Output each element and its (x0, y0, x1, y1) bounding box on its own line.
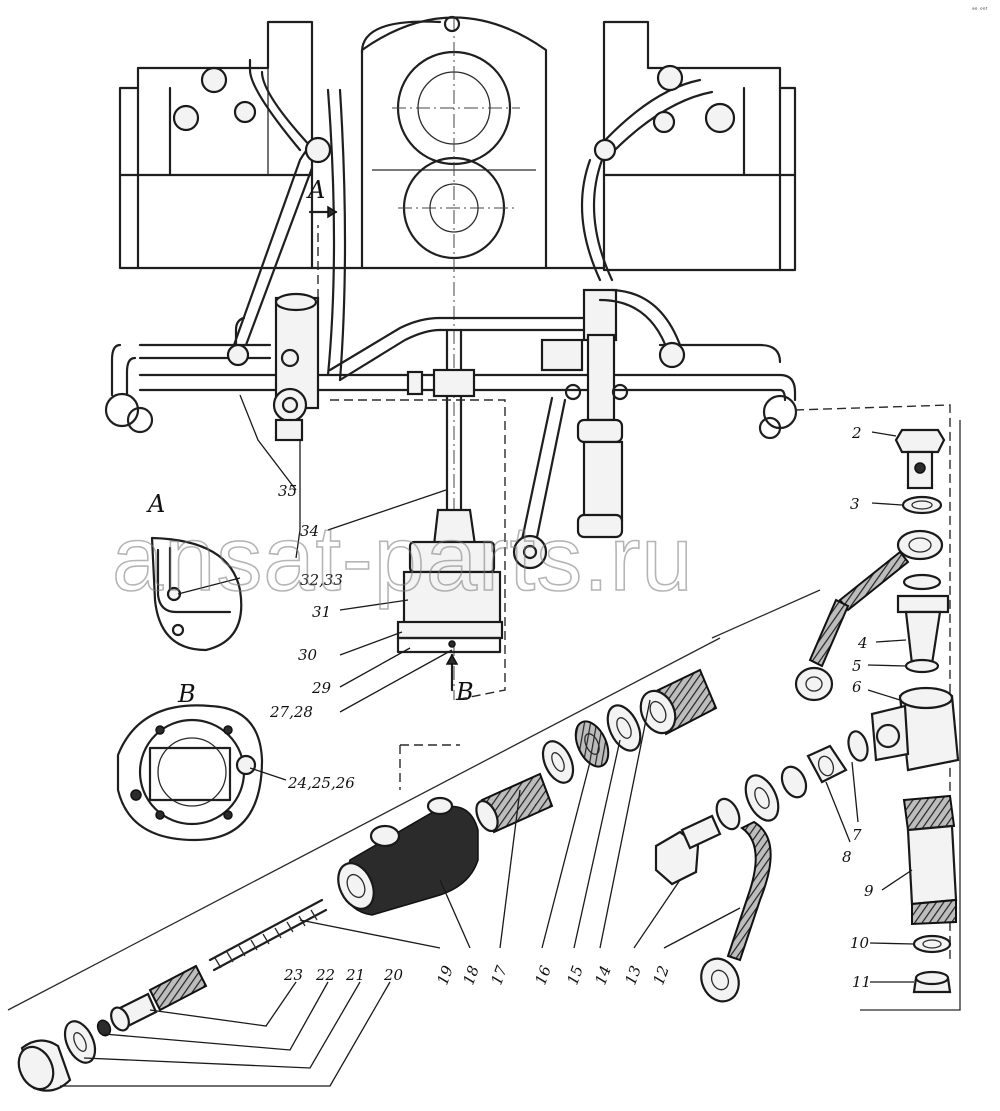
callout-17: 17 (488, 963, 512, 988)
part-21-washer (63, 1020, 97, 1064)
part-4-banjo-eye (896, 529, 944, 561)
callout-29: 29 (311, 679, 332, 697)
part-12-lower-banjo (700, 957, 740, 1003)
callout-27-28: 27,28 (269, 703, 313, 721)
callout-5: 5 (852, 657, 862, 675)
watermark: ansat-parts.ru (112, 508, 694, 610)
part-16-nut (574, 720, 610, 768)
callout-3: 3 (850, 495, 860, 513)
callout-11: 11 (852, 973, 871, 991)
part-3-washer (901, 495, 943, 515)
callout-18: 18 (460, 963, 483, 987)
part-13-bolt-thread (680, 814, 722, 850)
callout-15: 15 (564, 963, 587, 987)
detail-a-label: A (146, 490, 165, 518)
part-4-lower-banjo (794, 666, 834, 702)
callout-20: 20 (383, 966, 404, 984)
callout-30: 30 (298, 646, 318, 664)
callout-32-33: 32,33 (300, 571, 343, 589)
part-22-nut (96, 1019, 112, 1037)
part-8-nut (806, 744, 848, 784)
view-arrow-a-label: A (306, 176, 325, 204)
callout-6: 6 (852, 678, 862, 696)
view-arrow-b-label: B (455, 678, 474, 706)
part-9-knurl-top (902, 794, 956, 832)
callout-34: 34 (300, 522, 319, 540)
part-12-banjo-eye (744, 774, 780, 822)
exploded-view-frame (7, 420, 961, 1011)
detail-b-label: B (177, 680, 196, 708)
callout-24-25-26: 24,25,26 (287, 774, 355, 792)
part-15-washer (606, 704, 642, 752)
exploded-view-parts (17, 668, 808, 1092)
engine-assembly (104, 15, 951, 960)
callout-9: 9 (864, 882, 874, 900)
callout-12: 12 (650, 963, 673, 987)
callout-4: 4 (857, 634, 868, 652)
part-9-tube (906, 824, 958, 906)
callout-2: 2 (851, 424, 862, 442)
callout-7: 7 (852, 826, 862, 844)
right-column-parts (794, 428, 960, 994)
callout-22: 22 (315, 966, 335, 984)
part-17-washer (541, 740, 575, 784)
view-labels: A A B B (146, 176, 474, 708)
callout-35: 35 (278, 482, 297, 500)
part-2-banjo-bolt (894, 428, 946, 454)
callout-31: 31 (312, 603, 331, 621)
part-2-bolt-stem (906, 450, 934, 490)
leader-lines (60, 394, 915, 1087)
callout-13: 13 (622, 963, 645, 987)
part-12-hose (726, 820, 772, 962)
callout-labels: 2 3 4 5 6 7 8 9 10 11 12 13 14 15 16 17 … (269, 424, 874, 991)
callout-23: 23 (283, 966, 303, 984)
part-4-hose (838, 550, 910, 612)
callout-8: 8 (842, 848, 852, 866)
callout-14: 14 (592, 963, 615, 987)
part-23-knurl (148, 964, 208, 1012)
callout-21: 21 (345, 966, 365, 984)
callout-16: 16 (532, 963, 556, 988)
detail-view-a (150, 536, 243, 652)
part-10-washer (912, 934, 952, 954)
callout-19: 19 (434, 963, 458, 988)
callout-10: 10 (850, 934, 870, 952)
part-5-ring (904, 658, 940, 674)
part-7-ring (847, 730, 869, 762)
part-19-spring (208, 898, 328, 972)
corner-mark: ᵃᵒ ᵒᵒᵗ (972, 6, 988, 14)
part-12-washer (715, 797, 741, 831)
detail-view-b (116, 704, 264, 842)
